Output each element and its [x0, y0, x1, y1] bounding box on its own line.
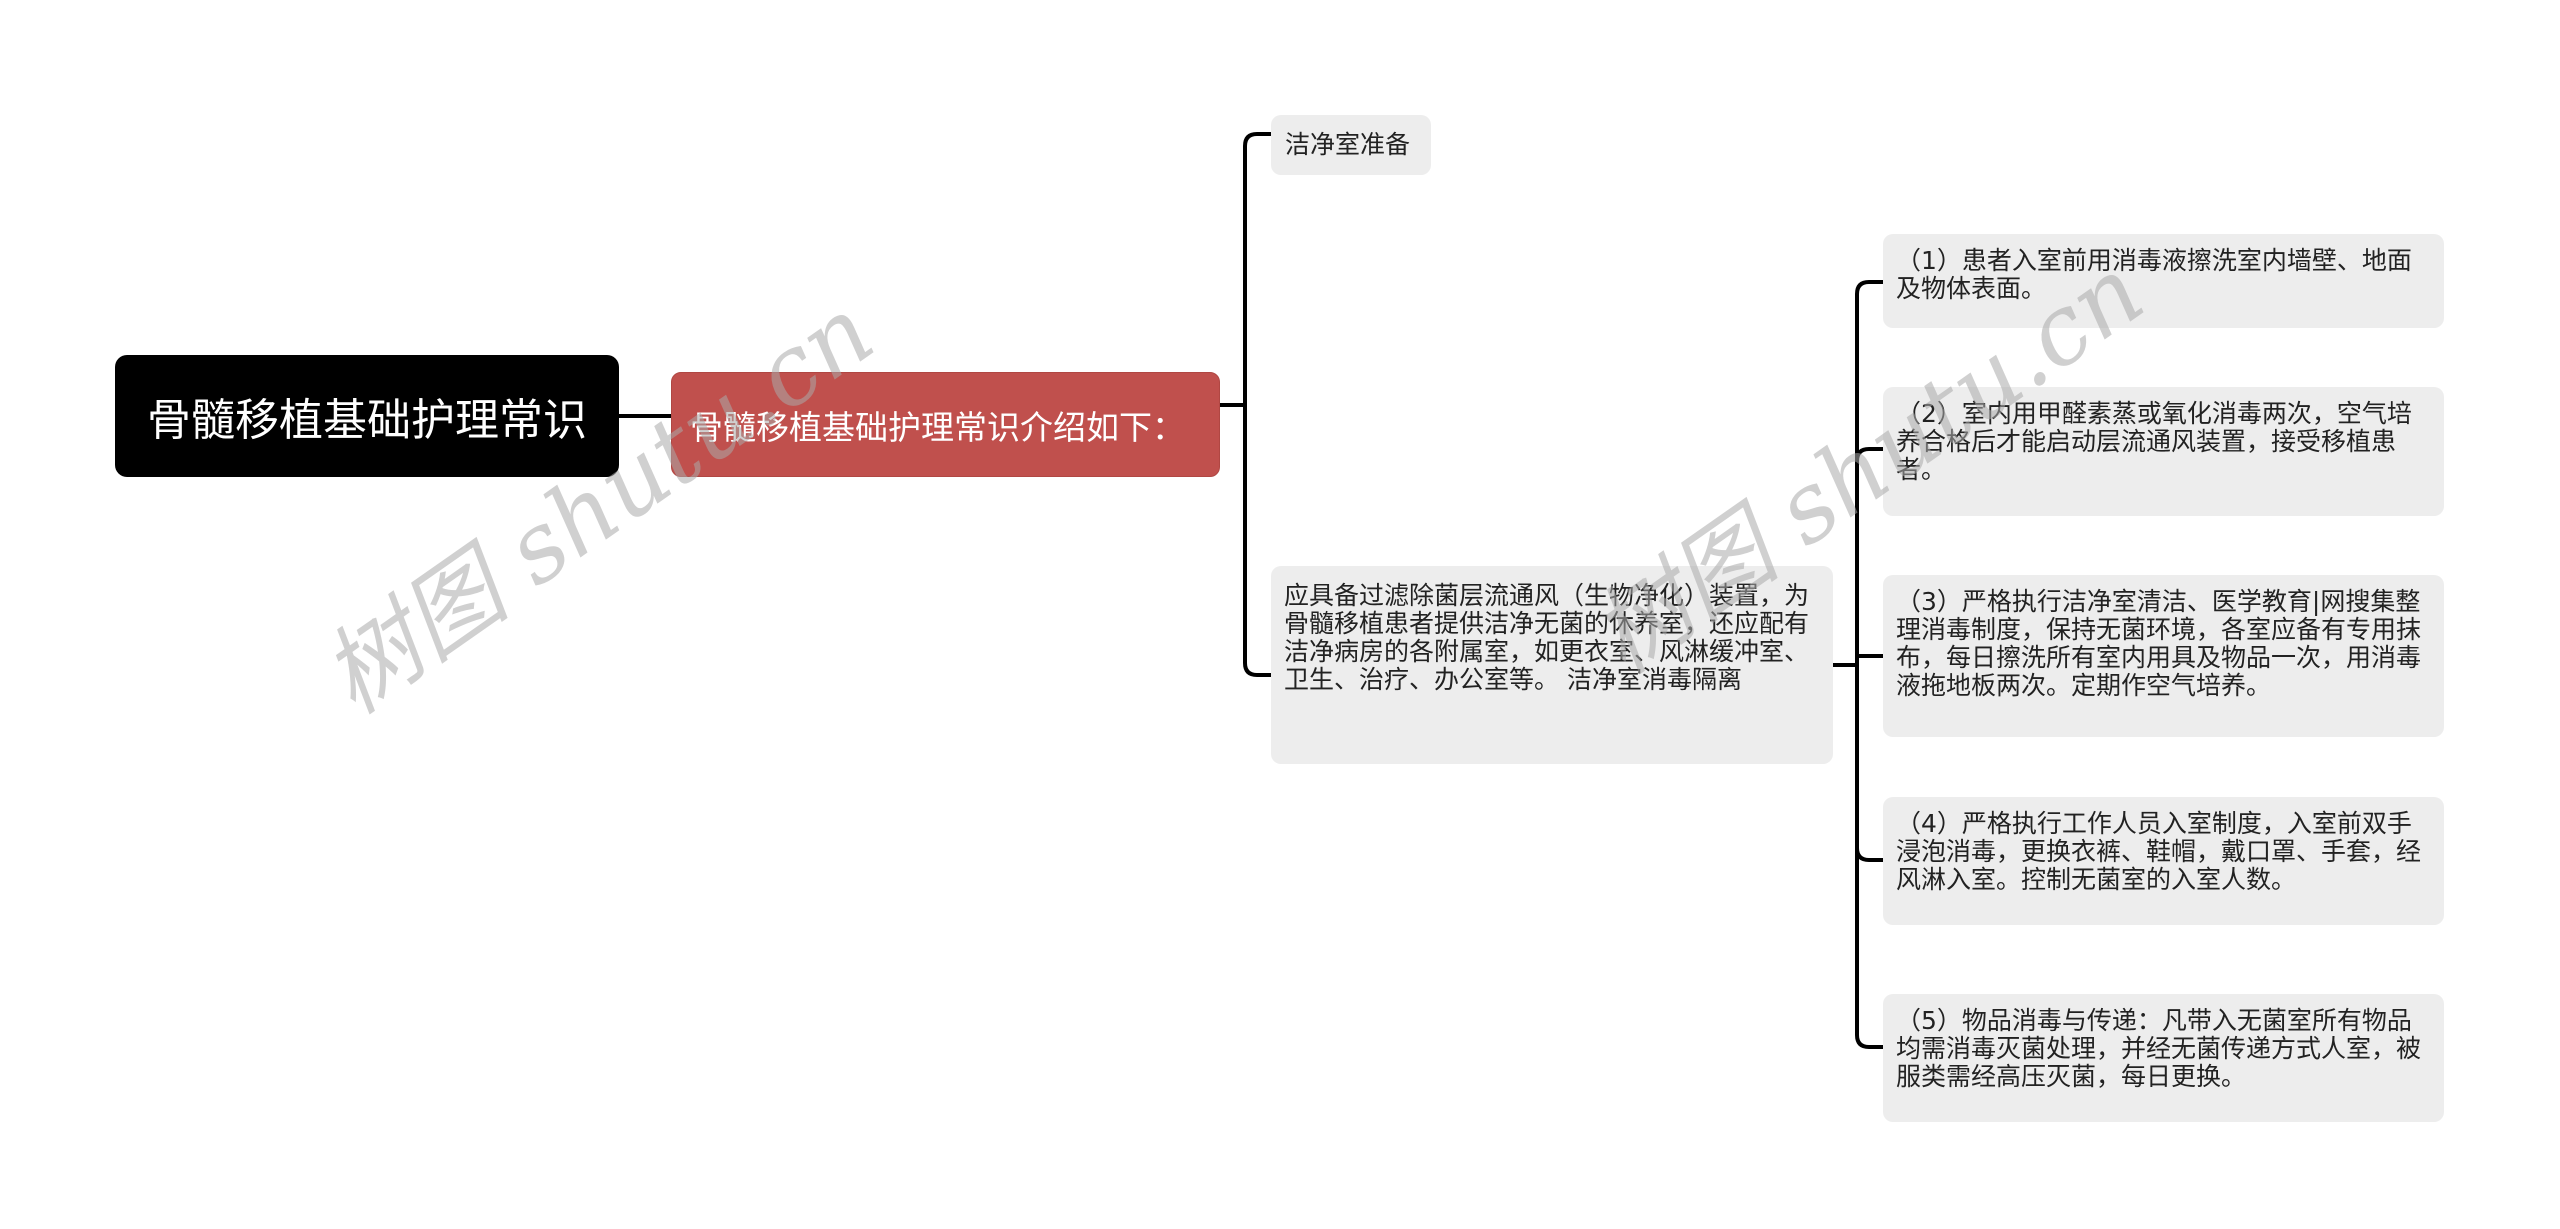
- level3-node-label: （3）严格执行洁净室清洁、医学教育|网搜集整理消毒制度，保持无菌环境，各室应备有…: [1896, 587, 2422, 700]
- level2-node-label: 洁净室准备: [1285, 130, 1411, 159]
- level3-node-5[interactable]: （5）物品消毒与传递：凡带入无菌室所有物品均需消毒灭菌处理，并经无菌传递方式人室…: [1883, 994, 2444, 1122]
- connector-bus-level2: [1243, 132, 1273, 677]
- level3-node-4[interactable]: （4）严格执行工作人员入室制度，入室前双手浸泡消毒，更换衣裤、鞋帽，戴口罩、手套…: [1883, 797, 2444, 925]
- level3-node-label: （5）物品消毒与传递：凡带入无菌室所有物品均需消毒灭菌处理，并经无菌传递方式人室…: [1896, 1006, 2422, 1091]
- level3-node-3[interactable]: （3）严格执行洁净室清洁、医学教育|网搜集整理消毒制度，保持无菌环境，各室应备有…: [1883, 575, 2444, 737]
- level1-node[interactable]: 骨髓移植基础护理常识介绍如下：: [671, 372, 1220, 477]
- connector-branch-2: [1855, 447, 1885, 463]
- level3-node-label: （1）患者入室前用消毒液擦洗室内墙壁、地面及物体表面。: [1896, 246, 2412, 303]
- level3-node-1[interactable]: （1）患者入室前用消毒液擦洗室内墙壁、地面及物体表面。: [1883, 234, 2444, 328]
- level2-node-cleanroom-prep[interactable]: 洁净室准备: [1271, 115, 1431, 175]
- root-node[interactable]: 骨髓移植基础护理常识: [115, 355, 619, 477]
- level2-node-label: 应具备过滤除菌层流通风（生物净化）装置，为骨髓移植患者提供洁净无菌的休养室，还应…: [1284, 581, 1810, 694]
- connector-bus-level3: [1855, 280, 1885, 1049]
- level1-node-label: 骨髓移植基础护理常识介绍如下：: [690, 407, 1185, 447]
- level2-node-cleanroom-description[interactable]: 应具备过滤除菌层流通风（生物净化）装置，为骨髓移植患者提供洁净无菌的休养室，还应…: [1271, 566, 1833, 764]
- level3-node-label: （2）室内用甲醛素蒸或氧化消毒两次，空气培养合格后才能启动层流通风装置，接受移植…: [1896, 399, 2412, 484]
- level3-node-label: （4）严格执行工作人员入室制度，入室前双手浸泡消毒，更换衣裤、鞋帽，戴口罩、手套…: [1896, 809, 2422, 894]
- level3-node-2[interactable]: （2）室内用甲醛素蒸或氧化消毒两次，空气培养合格后才能启动层流通风装置，接受移植…: [1883, 387, 2444, 516]
- root-node-label: 骨髓移植基础护理常识: [147, 395, 587, 446]
- connector-branch-4: [1855, 846, 1885, 862]
